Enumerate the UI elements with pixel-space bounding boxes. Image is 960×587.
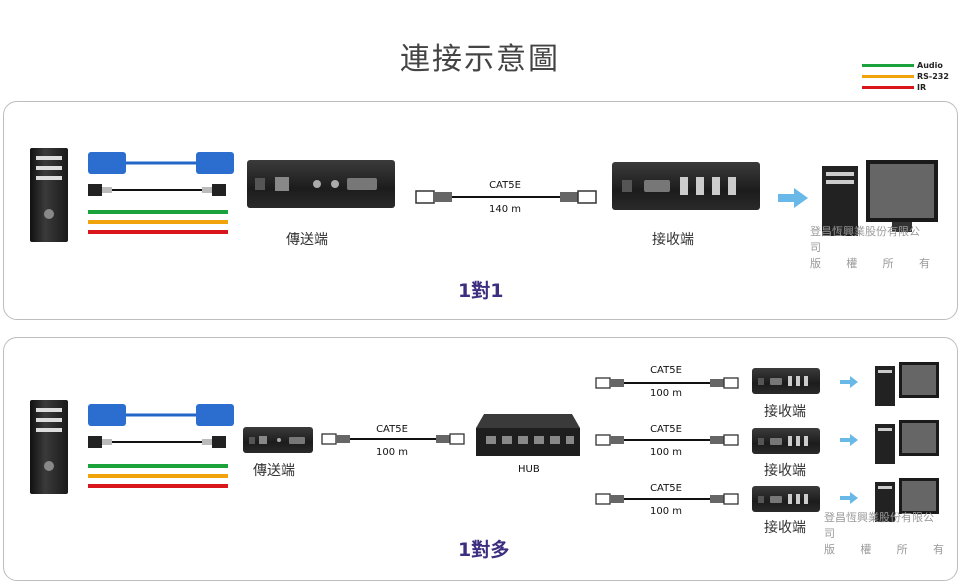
cable-type-label: CAT5E xyxy=(650,424,682,435)
receiver-device-icon xyxy=(752,486,820,512)
input-cable-bundle-1 xyxy=(88,152,234,234)
source-pc-tower-icon xyxy=(30,400,68,494)
arrow-right-icon xyxy=(840,434,858,446)
legend-item-audio: Audio xyxy=(862,60,958,71)
copyright-rights: 版 權 所 有 xyxy=(824,543,944,556)
cable-length-label: 140 m xyxy=(488,204,521,215)
copyright-rights: 版 權 所 有 xyxy=(810,257,930,270)
network-hub-icon xyxy=(476,414,580,456)
page-title: 連接示意圖 xyxy=(400,42,560,77)
arrow-right-icon xyxy=(778,188,808,208)
cat5e-cable-icon xyxy=(321,433,465,445)
scene-one-to-many-title: 1對多 xyxy=(458,539,510,561)
receiver-device-icon xyxy=(752,368,820,394)
cat5e-cable-icon xyxy=(595,493,739,505)
receiver-label: 接收端 xyxy=(764,404,806,420)
cable-length-label: 100 m xyxy=(649,388,682,399)
legend-swatch-audio xyxy=(862,64,914,67)
legend-label-ir: IR xyxy=(917,83,927,92)
cat5e-cable-icon xyxy=(595,434,739,446)
copyright-company: 登昌恆興業股份有限公司 xyxy=(810,225,920,254)
destination-computer-icon xyxy=(875,478,939,522)
legend-item-rs232: RS-232 xyxy=(862,71,958,82)
legend-item-ir: IR xyxy=(862,82,958,93)
cable-length-label: 100 m xyxy=(375,447,408,458)
usb-cable-icon xyxy=(88,436,226,448)
destination-computer-icon xyxy=(875,420,939,464)
vga-cable-icon xyxy=(88,404,234,426)
legend-label-audio: Audio xyxy=(917,61,943,70)
copyright-notice-2: 登昌恆興業股份有限公司 版 權 所 有 xyxy=(824,510,944,558)
cat5e-cable-icon xyxy=(595,377,739,389)
input-cable-bundle-2 xyxy=(88,404,234,488)
cable-type-label: CAT5E xyxy=(650,365,682,376)
transmitter-device-icon xyxy=(247,160,395,208)
arrow-right-icon xyxy=(840,492,858,504)
arrow-right-icon xyxy=(840,376,858,388)
legend-label-rs232: RS-232 xyxy=(917,72,949,81)
cable-length-label: 100 m xyxy=(649,447,682,458)
copyright-company: 登昌恆興業股份有限公司 xyxy=(824,511,934,540)
transmitter-label: 傳送端 xyxy=(286,232,328,248)
transmitter-label: 傳送端 xyxy=(253,463,295,479)
destination-computer-icon xyxy=(875,362,939,406)
cable-length-label: 100 m xyxy=(649,506,682,517)
legend-swatch-rs232 xyxy=(862,75,914,78)
receiver-device-icon xyxy=(612,162,760,210)
hub-label: HUB xyxy=(518,464,540,475)
destination-computer-icon xyxy=(822,160,938,236)
legend-swatch-ir xyxy=(862,86,914,89)
cable-type-label: CAT5E xyxy=(376,424,408,435)
receiver-label: 接收端 xyxy=(652,232,694,248)
cable-type-label: CAT5E xyxy=(489,180,521,191)
signal-legend: Audio RS-232 IR xyxy=(862,60,958,93)
usb-cable-icon xyxy=(88,184,226,196)
vga-cable-icon xyxy=(88,152,234,174)
receiver-label: 接收端 xyxy=(764,463,806,479)
copyright-notice-1: 登昌恆興業股份有限公司 版 權 所 有 xyxy=(810,224,930,272)
cat5e-cable-icon xyxy=(415,190,597,204)
cable-type-label: CAT5E xyxy=(650,483,682,494)
scene-one-to-one-title: 1對1 xyxy=(458,280,504,302)
receiver-label: 接收端 xyxy=(764,520,806,536)
receiver-device-icon xyxy=(752,428,820,454)
transmitter-device-icon xyxy=(243,427,313,453)
source-pc-tower-icon xyxy=(30,148,68,242)
